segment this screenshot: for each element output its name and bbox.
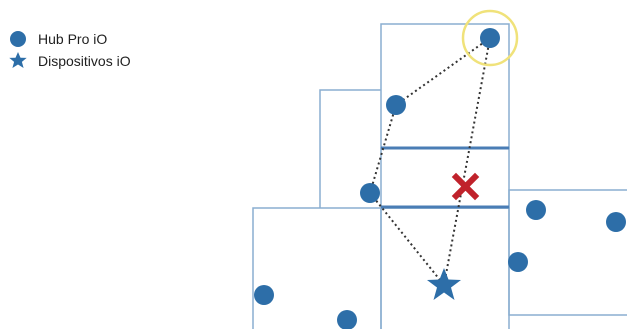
device-star-icon (427, 268, 461, 300)
hub-right-a (526, 200, 546, 220)
hub-right-b (606, 212, 626, 232)
legend-label-hub: Hub Pro iO (38, 31, 108, 47)
room-bottom-center (380, 207, 510, 329)
hub-bottom-left-a (254, 285, 274, 305)
hub-top-right (480, 28, 500, 48)
legend-item-device: Dispositivos iO (8, 50, 131, 72)
room-middle (380, 147, 510, 209)
hub-left (360, 183, 380, 203)
legend: Hub Pro iO Dispositivos iO (8, 28, 131, 72)
x-icon (451, 172, 480, 201)
hubs (254, 28, 626, 329)
connection-links (369, 37, 491, 286)
legend-item-hub: Hub Pro iO (8, 28, 131, 50)
hub-right-c (508, 252, 528, 272)
link-hub-mid-to-hub-left (369, 104, 397, 194)
hub-top-left (386, 95, 406, 115)
room-bottom-right (508, 189, 627, 316)
link-hub-top-to-hub-mid (395, 37, 491, 106)
room-bottom-left (252, 207, 382, 329)
link-hub-top-to-device (443, 37, 491, 286)
hub-highlight-ring (461, 9, 519, 67)
room-outlines (252, 23, 627, 329)
legend-label-device: Dispositivos iO (38, 53, 131, 69)
thick-walls (381, 146, 509, 209)
star-icon (9, 52, 27, 68)
room-left-annex (319, 89, 381, 208)
circle-icon (10, 31, 26, 47)
hub-bottom-left-b (337, 310, 357, 329)
